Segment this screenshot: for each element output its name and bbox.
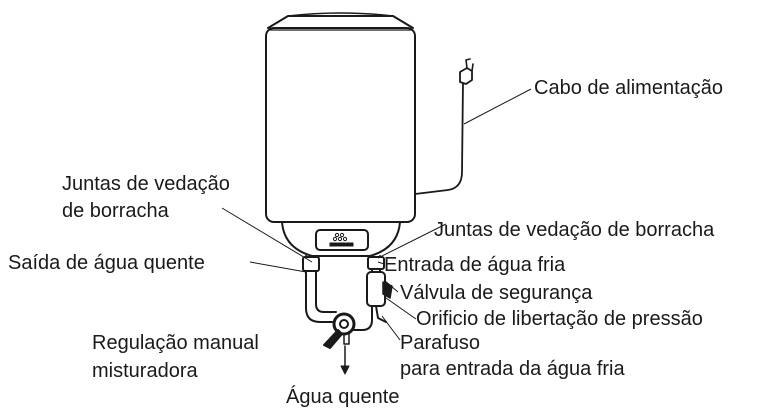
outlet-nut <box>302 256 320 272</box>
label-cold-water-inlet: Entrada de água fria <box>384 254 566 276</box>
label-screw-line1: Parafuso <box>400 332 481 354</box>
leader-lines <box>221 88 532 341</box>
hot-water-pipe <box>305 255 337 323</box>
tank-lid <box>267 15 414 29</box>
label-screw-line2: para entrada da água fria <box>400 358 625 380</box>
power-cable-line <box>414 81 464 195</box>
label-gaskets-left-line1: Juntas de vedação <box>62 173 230 195</box>
label-pressure-relief-hole: Orificio de libertação de pressão <box>416 308 703 330</box>
label-hot-water-outlet: Saída de água quente <box>8 252 205 274</box>
label-power-cable: Cabo de alimentação <box>534 77 724 99</box>
label-gaskets-right: Juntas de vedação de borracha <box>434 219 715 241</box>
inlet-nut <box>367 256 385 270</box>
label-safety-valve: Válvula de segurança <box>400 282 593 304</box>
mixer-lever <box>323 329 343 349</box>
label-mixer-line1: Regulação manual <box>92 332 259 354</box>
label-hot-water: Água quente <box>286 386 400 408</box>
control-panel <box>315 229 369 251</box>
safety-valve-handle <box>382 281 393 299</box>
label-gaskets-left-line2: de borracha <box>62 200 169 222</box>
panel-indicator-lights <box>329 232 354 247</box>
plug <box>459 67 473 85</box>
tank-body <box>265 27 416 223</box>
label-mixer-line2: misturadora <box>92 360 198 382</box>
cold-water-pipe <box>353 255 373 331</box>
